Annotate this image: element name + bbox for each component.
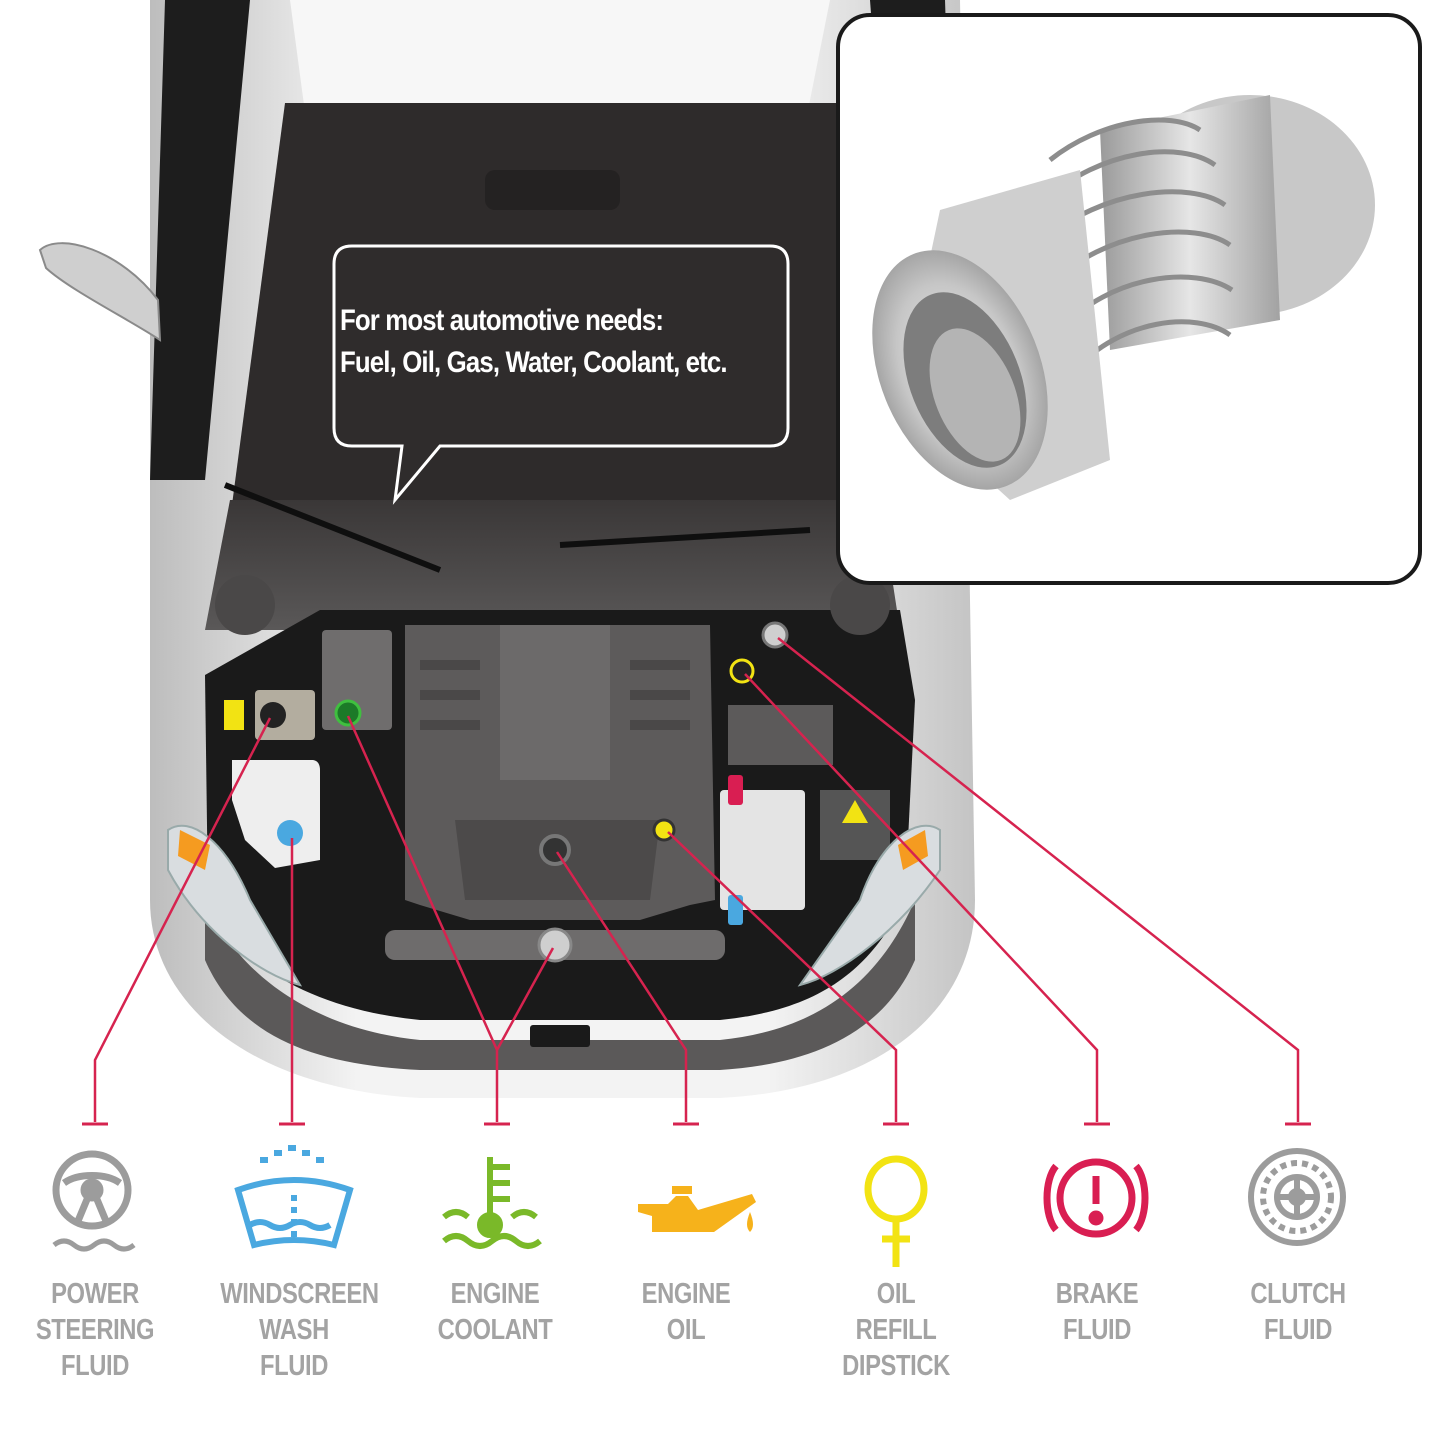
label-power-steering-fluid: POWER STEERING FLUID <box>35 1278 155 1382</box>
label-brake-fluid: BRAKE FLUID <box>1055 1278 1139 1346</box>
coolant-thermometer-icon <box>442 1157 542 1249</box>
dipstick-icon <box>864 1155 928 1267</box>
clutch-plate-icon <box>1248 1148 1346 1246</box>
callout-text: For most automotive needs: Fuel, Oil, Ga… <box>340 300 736 384</box>
engine-bay <box>167 575 941 1070</box>
callout-line-1: For most automotive needs: <box>340 304 664 337</box>
leader-lines <box>93 637 1300 1122</box>
callout-line-2: Fuel, Oil, Gas, Water, Coolant, etc. <box>340 346 728 379</box>
windscreen-wash-icon <box>234 1145 354 1249</box>
label-clutch-fluid: CLUTCH FLUID <box>1250 1278 1346 1346</box>
label-engine-oil: ENGINE OIL <box>641 1278 731 1346</box>
label-windscreen-wash-fluid: WINDSCREEN WASH FLUID <box>220 1278 379 1382</box>
label-oil-refill-dipstick: OIL REFILL DIPSTICK <box>842 1278 950 1382</box>
brake-warning-icon <box>1043 1158 1149 1238</box>
fitting-inset <box>836 13 1422 585</box>
oil-can-icon <box>638 1186 756 1232</box>
steering-wheel-icon <box>52 1150 136 1252</box>
callout-bubble <box>332 244 790 505</box>
label-engine-coolant: ENGINE COOLANT <box>437 1278 553 1346</box>
